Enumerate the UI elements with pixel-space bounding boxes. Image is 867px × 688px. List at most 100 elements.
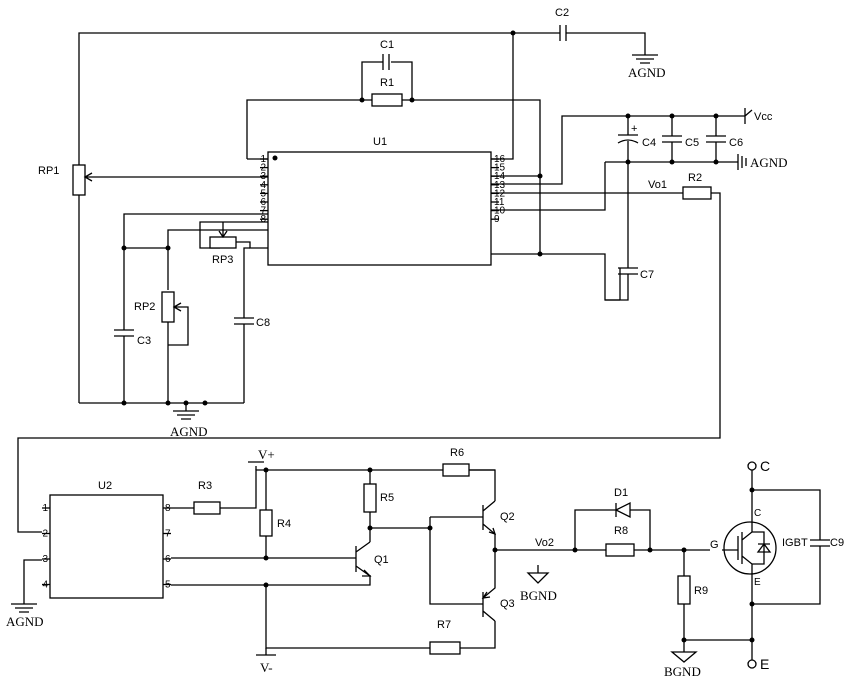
vcc-label: Vcc	[754, 111, 773, 123]
rp1-label: RP1	[38, 165, 59, 177]
agnd-u2-symbol	[11, 603, 37, 613]
u1-right-pin-number: 10	[494, 206, 506, 217]
u1-chip	[267, 151, 492, 266]
wire-pin8-rp3	[236, 241, 268, 249]
junction	[263, 555, 269, 561]
vo1-label: Vo1	[648, 179, 667, 191]
rp3-label: RP3	[212, 254, 233, 266]
c8-capacitor	[234, 247, 254, 403]
u1-right-pin-number: 9	[494, 214, 500, 225]
c4-plus: +	[631, 123, 637, 135]
q1-label: Q1	[374, 554, 389, 566]
c7-label: C7	[640, 269, 654, 281]
agnd-bottom-symbol	[173, 403, 199, 420]
r8-resistor	[605, 543, 635, 557]
r8-label: R8	[614, 525, 628, 537]
bgnd-mid-symbol	[526, 565, 550, 584]
rp1-potentiometer	[72, 164, 86, 196]
r5-label: R5	[380, 492, 394, 504]
u1-left-pin-number: 2	[260, 163, 266, 174]
wire-u2-pin5-vminus	[171, 575, 371, 586]
rp2-wiper	[168, 302, 189, 346]
u2-chip	[49, 494, 164, 599]
wire-q3-collector	[460, 621, 496, 649]
u1-left-pin-number: 4	[260, 180, 266, 191]
wire-pin9	[491, 253, 620, 301]
r1-resistor	[371, 93, 403, 107]
junction	[749, 637, 755, 643]
junction	[427, 525, 433, 531]
q3-label: Q3	[500, 598, 515, 610]
junction	[669, 159, 675, 165]
c3-label: C3	[137, 335, 151, 347]
c1-capacitor	[382, 54, 390, 70]
vminus-symbol	[256, 648, 276, 656]
rp3-potentiometer	[209, 236, 237, 249]
igbt-body	[723, 521, 777, 575]
junction	[713, 159, 719, 165]
wire-pin16	[491, 33, 514, 160]
d1-diode	[614, 501, 631, 519]
junction	[681, 547, 687, 553]
q2-emitter-arrow	[488, 527, 497, 536]
q2-transistor	[482, 500, 496, 550]
agnd-top-symbol	[632, 54, 658, 64]
c6-capacitor	[706, 116, 726, 162]
c7-capacitor	[605, 162, 638, 301]
q1-emitter-arrow	[362, 569, 372, 577]
c5-label: C5	[685, 137, 699, 149]
junction	[367, 525, 373, 531]
igbt-symbol	[722, 520, 753, 578]
r9-resistor	[677, 575, 691, 605]
junction	[647, 547, 653, 553]
wire-vminus	[265, 585, 430, 649]
c1-label: C1	[380, 39, 394, 51]
u2-left-pin-number: 2	[42, 529, 48, 540]
bgnd-bottom-label: BGND	[664, 664, 701, 679]
u2-right-pin-number: 5	[165, 580, 171, 591]
u2-left-pin-number: 4	[42, 580, 48, 591]
c4-label: C4	[642, 137, 656, 149]
wire-pin12	[491, 162, 606, 211]
agnd-top-label: AGND	[628, 65, 666, 80]
q2-label: Q2	[500, 511, 515, 523]
wire-rp1-wiper	[83, 172, 268, 182]
agnd-u2-label: AGND	[6, 614, 44, 629]
agnd-right-label: AGND	[750, 155, 788, 170]
junction	[492, 547, 498, 553]
u2-right-pin-number: 6	[165, 554, 171, 565]
q3-emitter-arrow	[481, 591, 491, 599]
c8-label: C8	[256, 317, 270, 329]
junction	[121, 400, 127, 406]
r3-resistor	[193, 501, 221, 515]
junction	[713, 113, 719, 119]
c2-label: C2	[555, 7, 569, 19]
emitter-label: E	[760, 656, 769, 672]
u1-left-pin-number: 7	[260, 206, 266, 217]
agnd-right-symbol	[737, 154, 747, 170]
u1-right-pin-number: 14	[494, 171, 506, 182]
wire-r3-vplus	[220, 469, 495, 509]
u1-left-pin-number: 6	[260, 197, 266, 208]
collector-terminal[interactable]	[747, 461, 757, 471]
rp2-label: RP2	[134, 301, 155, 313]
u2-right-pin-number: 7	[165, 529, 171, 540]
wire-d1-right	[630, 509, 651, 550]
vplus-label: V+	[258, 447, 275, 462]
c5-capacitor	[662, 116, 682, 162]
u1-left-pin-number: 5	[260, 188, 266, 199]
emitter-terminal[interactable]	[747, 659, 757, 669]
wire-pin5-c3	[123, 213, 268, 330]
r4-label: R4	[277, 518, 291, 530]
wire-pin14-vcc	[491, 115, 745, 185]
junction	[165, 245, 171, 251]
q3-transistor	[482, 550, 496, 622]
igbt-c-label: C	[754, 508, 761, 519]
r3-label: R3	[198, 480, 212, 492]
c4-capacitor	[617, 116, 639, 162]
junction	[263, 467, 269, 473]
r6-label: R6	[450, 447, 464, 459]
vo2-label: Vo2	[535, 537, 554, 549]
igbt-e-label: E	[754, 577, 761, 588]
